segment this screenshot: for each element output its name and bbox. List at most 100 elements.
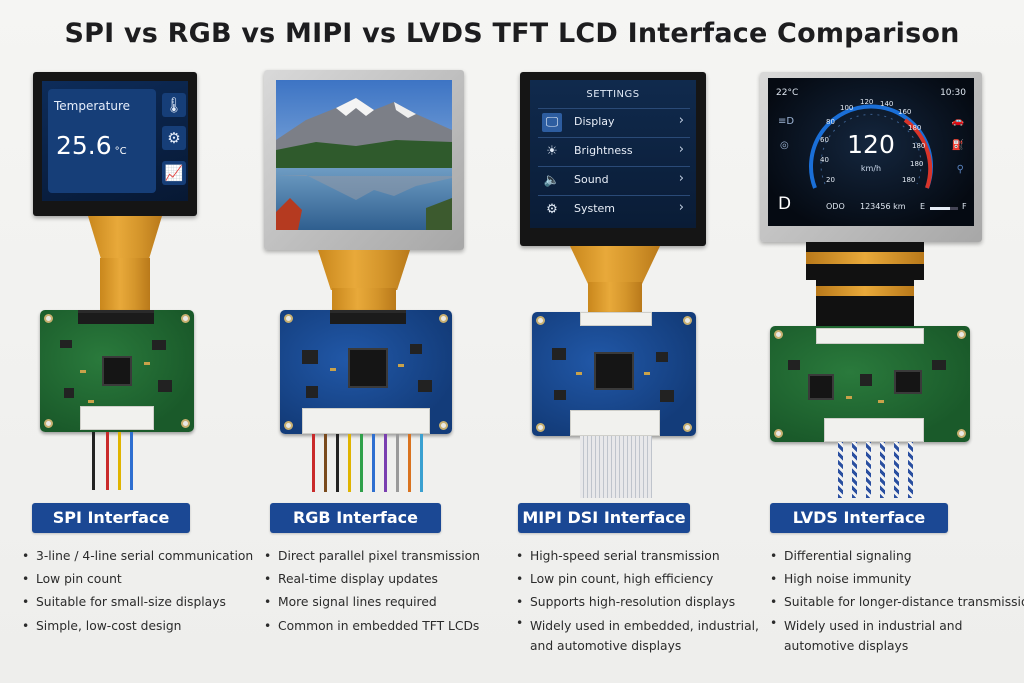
gauge-tick-label: 120	[860, 98, 874, 106]
mipi-driver-board	[532, 312, 696, 436]
gauge-tick-label: 160	[898, 108, 912, 116]
spi-zif-connector	[78, 310, 154, 324]
spi-wire-red	[106, 432, 109, 490]
mipi-top-connector	[580, 312, 652, 326]
mipi-features-list: High-speed serial transmission Low pin c…	[516, 545, 759, 655]
chevron-right-icon: ›	[678, 142, 684, 157]
seatbelt-icon: ◎	[780, 140, 789, 151]
chevron-right-icon: ›	[678, 113, 684, 128]
list-item: High-speed serial transmission	[516, 545, 759, 568]
lvds-display: 22°C 10:30 20 40 60 80 100 120 140 160 1…	[760, 72, 982, 242]
rgb-flex-cable	[318, 250, 410, 290]
rgb-flex-tail	[332, 288, 396, 310]
fuel-empty-label: E	[920, 202, 926, 211]
list-item: 3-line / 4-line serial communication	[22, 545, 253, 568]
list-item: Supports high-resolution displays	[516, 591, 759, 614]
lvds-column: 22°C 10:30 20 40 60 80 100 120 140 160 1…	[760, 0, 1024, 683]
list-item: More signal lines required	[264, 591, 480, 614]
gear-icon: ⚙	[162, 126, 186, 150]
mipi-bottom-connector	[570, 410, 660, 436]
monitor-icon: 🖵	[542, 113, 562, 132]
spi-flex-cable	[88, 216, 162, 260]
mountain-lake-image	[276, 80, 452, 230]
fuel-warning-icon: ⛽	[951, 140, 964, 151]
list-item: Real-time display updates	[264, 568, 480, 591]
list-item: Low pin count, high efficiency	[516, 568, 759, 591]
spi-features-list: 3-line / 4-line serial communication Low…	[22, 545, 253, 638]
list-item: Common in embedded TFT LCDs	[264, 615, 480, 638]
spi-temperature-label: Temperature	[54, 99, 131, 113]
spi-temperature-unit: °C	[114, 146, 127, 157]
spi-interface-label: SPI Interface	[32, 503, 190, 533]
chevron-right-icon: ›	[678, 171, 684, 186]
sun-icon: ☀	[546, 144, 558, 159]
list-item: Widely used in industrial and	[770, 615, 1024, 635]
gauge-tick-label: 60	[820, 136, 829, 144]
lvds-flex-cable	[806, 242, 924, 280]
gear-indicator: D	[778, 194, 792, 214]
spi-column: Temperature 25.6°C 🌡 ⚙ 📈 SPI Interface 3…	[0, 0, 256, 683]
mipi-interface-label: MIPI DSI Interface	[518, 503, 690, 533]
lvds-flex-tail	[816, 280, 914, 328]
lvds-features-list: Differential signaling High noise immuni…	[770, 545, 1024, 655]
list-item: Simple, low-cost design	[22, 615, 253, 638]
list-item: Widely used in embedded, industrial,	[516, 615, 759, 635]
settings-item-display: 🖵 Display ›	[538, 108, 690, 135]
lvds-secondary-chip	[894, 370, 922, 394]
list-item: and automotive displays	[530, 638, 682, 653]
lvds-top-connector	[816, 328, 924, 344]
headlight-icon: ≡D	[778, 116, 795, 127]
spi-flex-tail	[100, 258, 150, 310]
lvds-controller-chip	[808, 374, 834, 400]
list-item: High noise immunity	[770, 568, 1024, 591]
spi-controller-chip	[102, 356, 132, 386]
rgb-wire-connector	[302, 408, 430, 434]
mipi-display: SETTINGS 🖵 Display › ☀ Brightness › 🔈 So…	[520, 72, 706, 246]
lvds-driver-board	[770, 326, 970, 442]
chart-icon: 📈	[162, 161, 186, 185]
gauge-tick-label: 180	[910, 160, 924, 168]
odo-label: ODO	[826, 202, 845, 211]
rgb-column: RGB Interface Direct parallel pixel tran…	[256, 0, 512, 683]
settings-header: SETTINGS	[586, 89, 640, 100]
gauge-tick-label: 20	[826, 176, 835, 184]
chevron-right-icon: ›	[678, 200, 684, 215]
gauge-tick-label: 40	[820, 156, 829, 164]
rgb-features-list: Direct parallel pixel transmission Real-…	[264, 545, 480, 638]
list-item: Suitable for longer-distance transmissio…	[770, 591, 1024, 614]
mipi-controller-chip	[594, 352, 634, 390]
rgb-controller-chip	[348, 348, 388, 388]
gear-icon: ⚙	[546, 202, 558, 217]
spi-display: Temperature 25.6°C 🌡 ⚙ 📈	[33, 72, 197, 216]
spi-driver-board	[40, 310, 194, 432]
gauge-tick-label: 180	[912, 142, 926, 150]
speedometer-gauge	[809, 104, 933, 189]
lvds-time: 10:30	[940, 88, 966, 98]
lvds-interface-label: LVDS Interface	[770, 503, 948, 533]
rgb-driver-board	[280, 310, 452, 434]
list-item: Low pin count	[22, 568, 253, 591]
rgb-display	[264, 70, 464, 250]
spi-wire-connector	[80, 406, 154, 430]
mipi-ribbon-cable	[580, 436, 652, 498]
rgb-zif-connector	[330, 310, 406, 324]
spi-wire-yellow	[118, 432, 121, 490]
lvds-bottom-connector	[824, 418, 924, 442]
speed-unit: km/h	[860, 164, 882, 173]
spi-wire-black	[92, 432, 95, 490]
page-title: SPI vs RGB vs MIPI vs LVDS TFT LCD Inter…	[64, 18, 960, 49]
list-item: automotive displays	[784, 638, 909, 653]
mipi-flex-tail	[588, 282, 642, 314]
speaker-icon: 🔈	[543, 173, 561, 188]
settings-item-system: ⚙ System ›	[538, 195, 690, 222]
spi-temperature-value: 25.6°C	[56, 131, 127, 160]
list-item: Suitable for small-size displays	[22, 591, 253, 614]
car-icon: 🚗	[951, 116, 964, 127]
gauge-tick-label: 180	[902, 176, 916, 184]
fuel-gauge	[930, 207, 958, 210]
list-item: Differential signaling	[770, 545, 1024, 568]
list-item: Direct parallel pixel transmission	[264, 545, 480, 568]
gauge-tick-label: 140	[880, 100, 894, 108]
settings-item-sound: 🔈 Sound ›	[538, 166, 690, 193]
gauge-tick-label: 80	[826, 118, 835, 126]
